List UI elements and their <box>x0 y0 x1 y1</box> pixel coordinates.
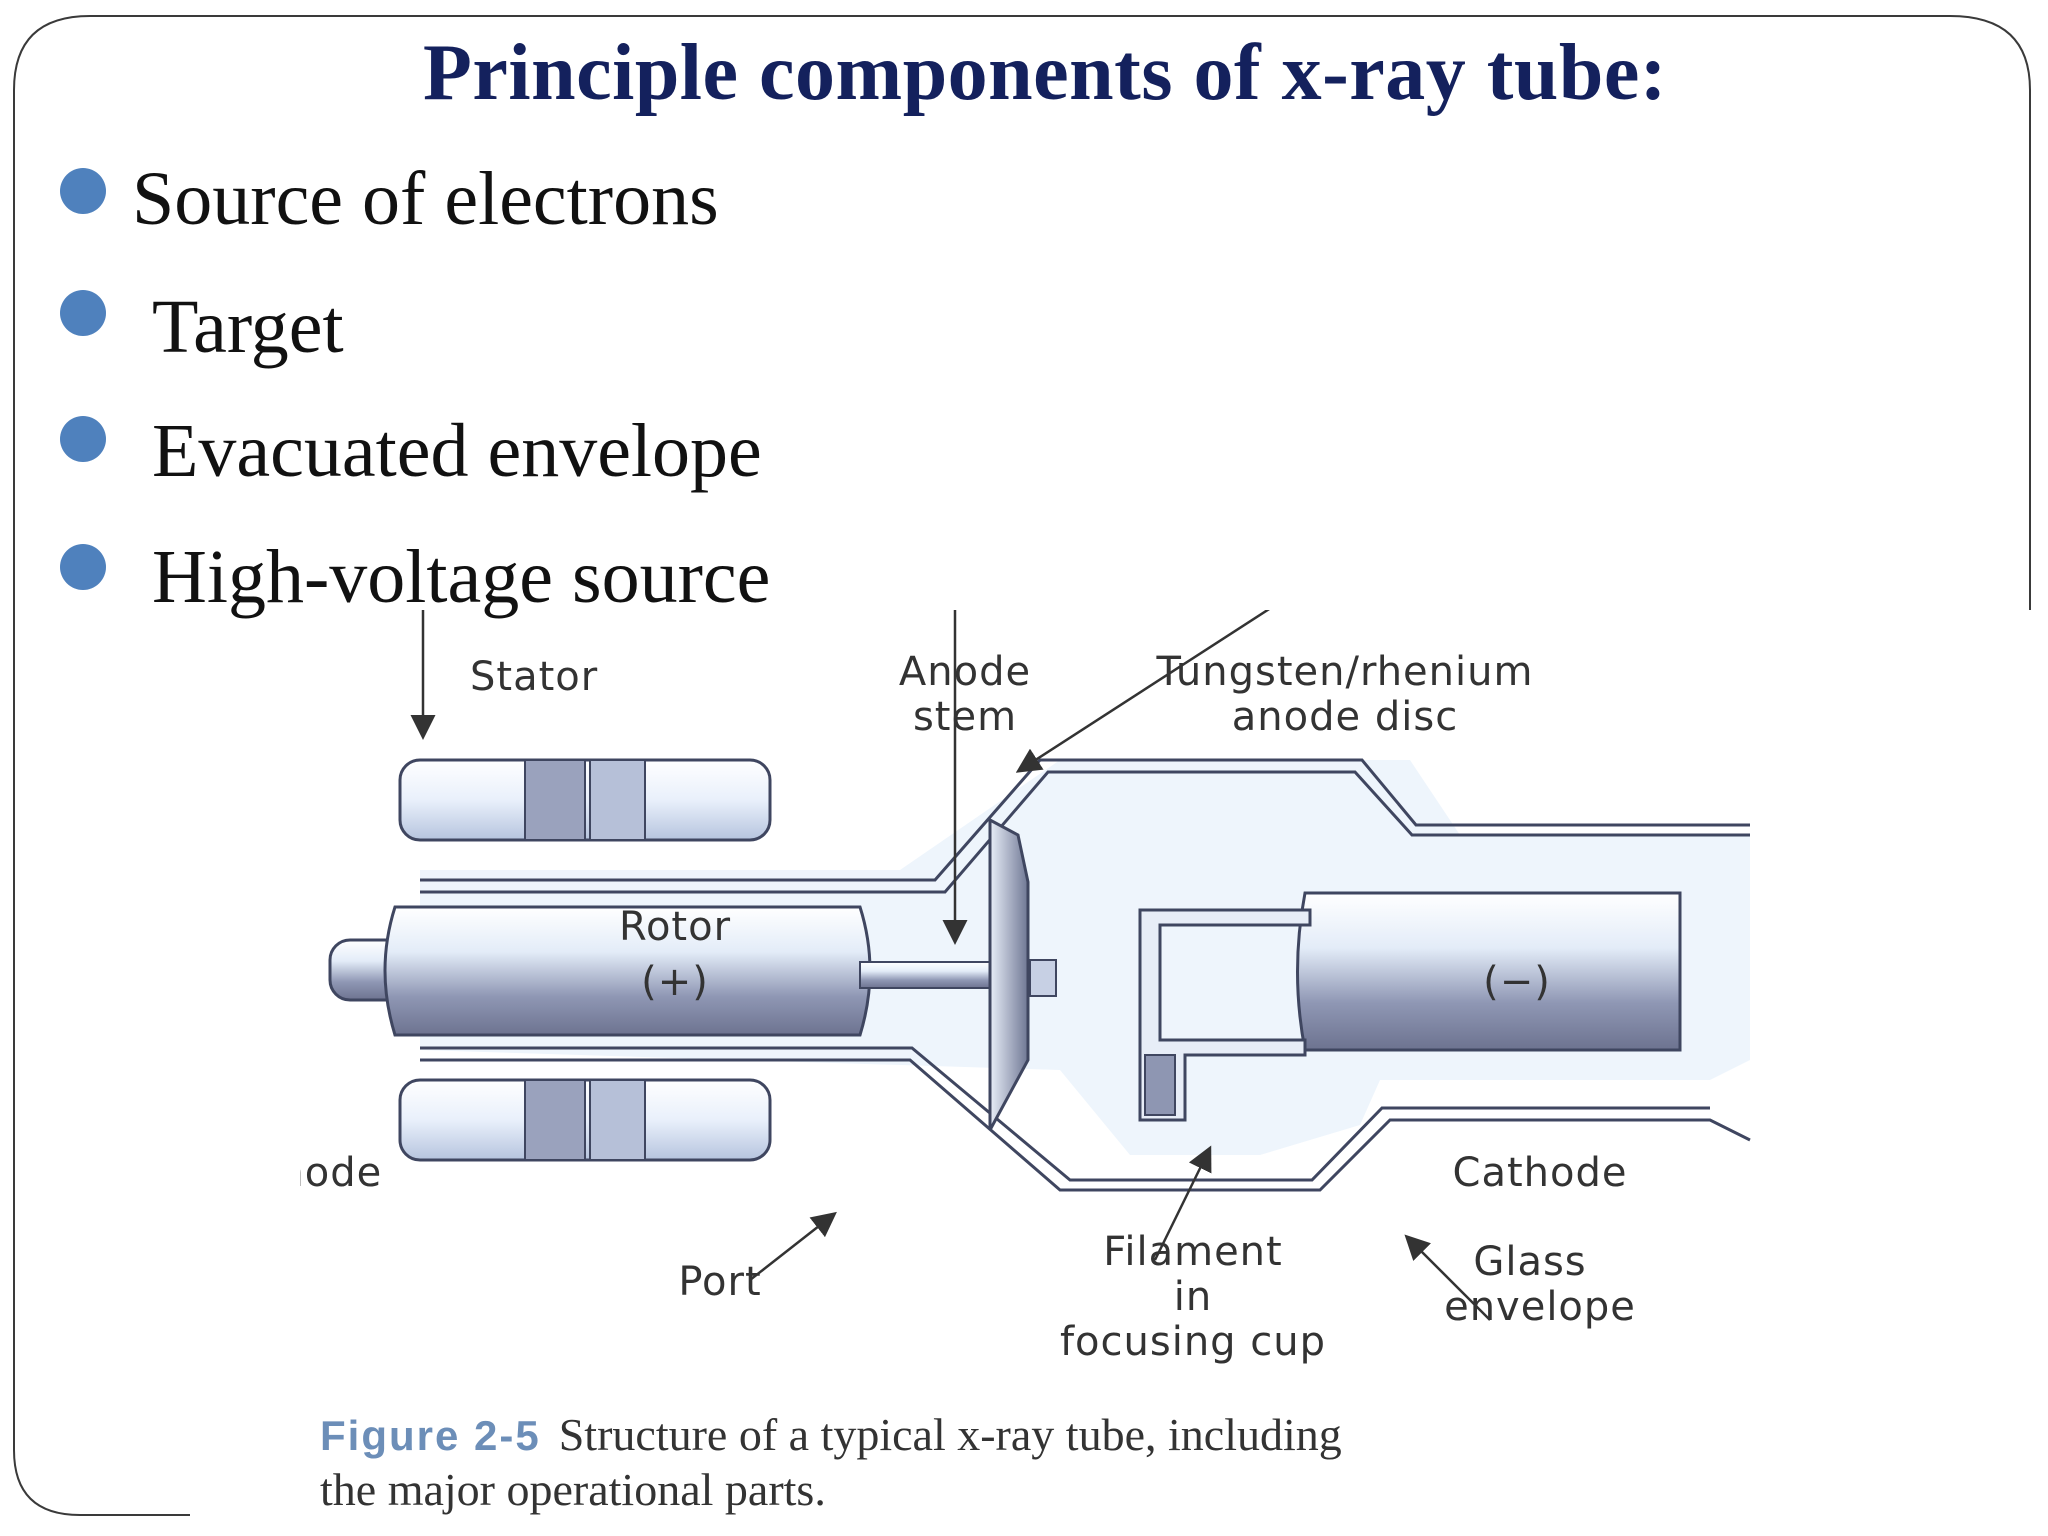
label-filament: in <box>1174 1274 1212 1320</box>
label-filament: focusing cup <box>1060 1319 1326 1365</box>
glass-envelope <box>420 758 1751 1192</box>
label-filament: Filament <box>1103 1229 1282 1275</box>
caption-text: Structure of a typical x-ray tube, inclu… <box>559 1409 1342 1460</box>
label-cathode: Cathode <box>1453 1150 1628 1196</box>
bullet-dot-icon <box>60 416 106 462</box>
label-anode-disc: anode disc <box>1232 694 1458 740</box>
label-anode-stem: stem <box>913 694 1017 740</box>
leader-lines <box>410 610 1491 1321</box>
label-rotor: Rotor <box>619 904 731 950</box>
label-minus: (−) <box>1483 959 1551 1005</box>
diagram-labels: Stator Anode stem Tungsten/rhenium anode… <box>300 649 1636 1365</box>
bullet-text: Source of electrons <box>132 157 719 241</box>
caption-line-1: Figure 2-5 Structure of a typical x-ray … <box>320 1409 1342 1460</box>
label-glass-envelope: envelope <box>1444 1284 1636 1330</box>
label-stator: Stator <box>470 654 598 700</box>
label-anode-stem: Anode <box>899 649 1031 695</box>
glass-envelope-fill <box>420 760 1750 1155</box>
label-port: Port <box>678 1259 761 1305</box>
bullet-dot-icon <box>60 544 106 590</box>
bullet-text: High-voltage source <box>152 535 771 619</box>
label-anode: Anode <box>300 1150 382 1196</box>
bullet-dot-icon <box>60 168 106 214</box>
xray-tube-diagram: Stator Anode stem Tungsten/rhenium anode… <box>300 610 1751 1515</box>
bullet-text: Evacuated envelope <box>152 409 762 493</box>
stator-lower <box>398 1078 772 1162</box>
label-plus: (+) <box>641 959 709 1005</box>
bullet-dot-icon <box>60 290 106 336</box>
stator-upper <box>398 758 772 842</box>
figure-caption: Figure 2-5 Structure of a typical x-ray … <box>320 1409 1342 1515</box>
label-glass-envelope: Glass <box>1473 1239 1586 1285</box>
cathode-assembly <box>1138 891 1682 1122</box>
caption-line-2: the major operational parts. <box>320 1464 826 1515</box>
caption-figure-label: Figure 2-5 <box>320 1412 541 1459</box>
label-anode-disc: Tungsten/rhenium <box>1156 649 1534 695</box>
slide-title: Principle components of x-ray tube: <box>422 29 1668 117</box>
rotor <box>328 905 991 1037</box>
anode-disc <box>988 817 1057 1131</box>
bullet-text: Target <box>152 285 344 369</box>
